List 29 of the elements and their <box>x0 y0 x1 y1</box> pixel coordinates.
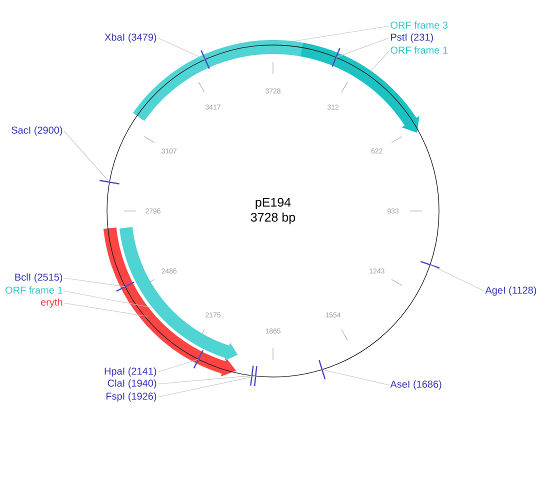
leader-line <box>158 376 256 398</box>
site-label: PstI (231) <box>391 33 433 43</box>
leader-line <box>370 50 390 72</box>
leader-line <box>64 130 110 182</box>
feature-label: ORF frame 3 <box>390 21 448 29</box>
leader-line <box>64 302 148 317</box>
site-label: FspI (1926) <box>106 392 156 402</box>
site-label: AseI (1686) <box>390 380 442 390</box>
cut-site-tick <box>254 366 258 386</box>
leader-line <box>64 290 154 308</box>
site-label: AgeI (1128) <box>485 286 536 296</box>
leader-line <box>158 359 199 372</box>
feature-label: ORF frame 1 <box>390 46 448 54</box>
site-label: HpaI (2141) <box>104 367 156 377</box>
leader-line <box>294 26 390 42</box>
cut-site-tick <box>318 360 326 380</box>
leader-line <box>158 375 252 384</box>
leader-line <box>64 278 126 287</box>
site-label: BclI (2515) <box>15 273 62 283</box>
cut-site-tick <box>250 366 254 386</box>
site-label: SacI (2900) <box>12 126 62 136</box>
feature-label: ORF frame 1 <box>5 286 62 294</box>
leader-line <box>430 264 484 292</box>
cut-site-tick <box>100 180 120 185</box>
site-label: ClaI (1940) <box>108 379 156 389</box>
cut-site-tick <box>420 260 440 269</box>
leader-line <box>322 369 390 386</box>
site-label: XbaI (3479) <box>104 33 156 43</box>
feature-label: eryth <box>41 298 62 308</box>
